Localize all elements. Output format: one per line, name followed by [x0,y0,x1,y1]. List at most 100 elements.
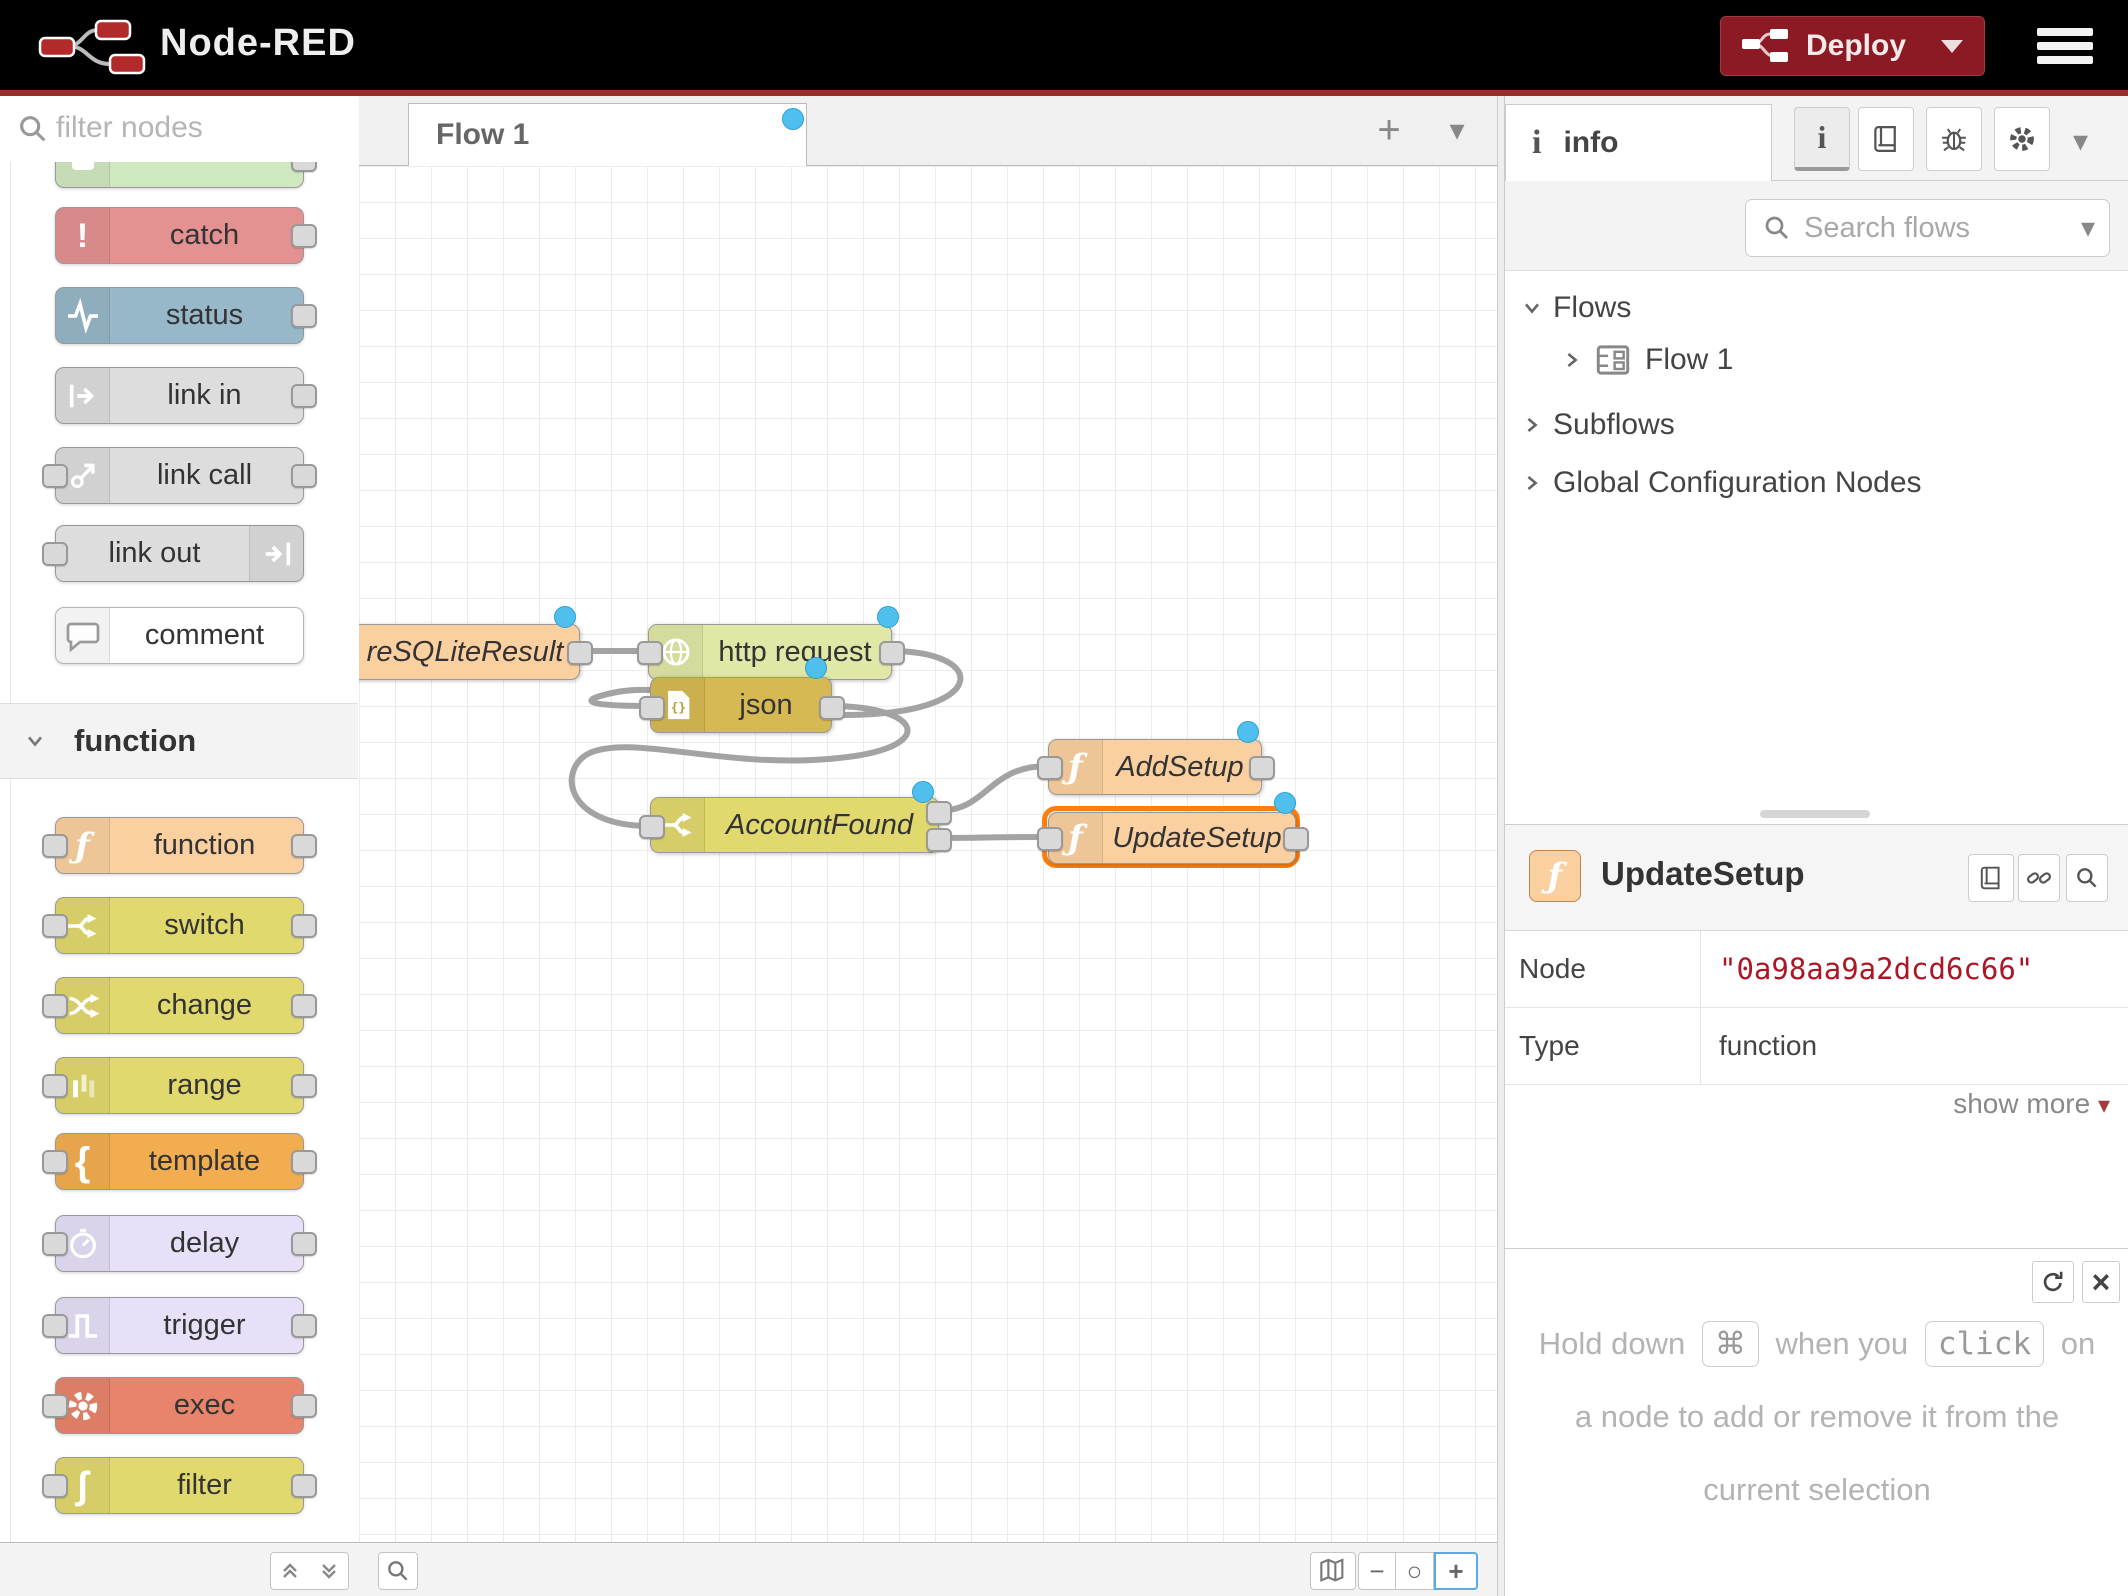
output-port[interactable] [291,1314,317,1338]
input-port[interactable] [42,1314,68,1338]
info-tab-button[interactable]: i [1794,107,1850,171]
flow-list-caret[interactable]: ▾ [1435,108,1479,152]
input-port[interactable] [637,641,663,665]
tree-item-subflows[interactable]: Subflows [1505,400,2128,450]
output-port[interactable] [567,641,593,665]
output-port[interactable] [819,696,845,720]
add-flow-button[interactable]: + [1367,108,1411,152]
chevron-down-icon[interactable] [1519,296,1545,320]
panel-resize-grip[interactable] [1760,810,1870,818]
palette-filter-input[interactable] [54,104,338,152]
zoom-in-button[interactable]: + [1434,1552,1478,1590]
output-port[interactable] [291,1150,317,1174]
output-port[interactable] [291,914,317,938]
main-menu-button[interactable] [2037,28,2093,66]
tree-item-flows[interactable]: Flows [1505,283,2128,333]
node-id-value[interactable]: "0a98aa9a2dcd6c66" [1719,931,2120,1007]
output-port[interactable] [291,304,317,328]
palette-node-complete[interactable] [55,162,304,188]
canvas-search-button[interactable] [378,1552,418,1590]
palette-category-function[interactable]: function [0,703,358,779]
sidebar-splitter[interactable] [1497,96,1505,1596]
canvas-node-accountfound[interactable]: AccountFound [650,797,939,853]
canvas-node-resqliteresult[interactable]: reSQLiteResult [359,624,580,680]
search-node-button[interactable] [2066,854,2108,902]
link-chain-button[interactable] [2018,854,2060,902]
palette-node-exec[interactable]: exec [55,1377,304,1434]
collapse-all-button[interactable] [270,1552,310,1590]
input-port[interactable] [1037,756,1063,780]
output-port[interactable] [291,1474,317,1498]
chevron-right-icon[interactable] [1519,471,1545,495]
palette-node-status[interactable]: status [55,287,304,344]
input-port[interactable] [42,1074,68,1098]
zoom-reset-button[interactable]: ○ [1396,1552,1434,1590]
output-port[interactable] [291,1074,317,1098]
palette-node-comment[interactable]: comment [55,607,304,664]
zoom-out-button[interactable]: − [1358,1552,1396,1590]
output-port-1[interactable] [926,801,952,825]
input-port[interactable] [42,1232,68,1256]
chevron-right-icon[interactable] [1559,348,1585,372]
output-port[interactable] [1249,756,1275,780]
output-port[interactable] [291,1394,317,1418]
palette-node-trigger[interactable]: trigger [55,1297,304,1354]
input-port[interactable] [42,914,68,938]
node-help-button[interactable] [1968,854,2014,902]
input-port[interactable] [639,815,665,839]
output-port[interactable] [291,464,317,488]
canvas-node-updatesetup[interactable]: ƒ UpdateSetup [1048,812,1296,864]
input-port[interactable] [42,834,68,858]
output-port[interactable] [291,162,317,172]
palette-node-function[interactable]: ƒ function [55,817,304,874]
input-port[interactable] [42,1474,68,1498]
palette-node-link-call[interactable]: link call [55,447,304,504]
navigator-map-button[interactable] [1310,1552,1356,1590]
input-port[interactable] [42,1394,68,1418]
input-port[interactable] [1037,827,1063,851]
canvas-node-addsetup[interactable]: ƒ AddSetup [1048,739,1262,795]
input-port[interactable] [42,994,68,1018]
tab-info[interactable]: i info [1505,104,1772,181]
canvas-node-http-request[interactable]: http request [648,624,892,680]
palette-node-delay[interactable]: delay [55,1215,304,1272]
chevron-right-icon[interactable] [1519,413,1545,437]
output-port-2[interactable] [926,828,952,852]
output-port[interactable] [1283,827,1309,851]
sidebar-tabs-caret[interactable]: ▾ [2073,124,2088,159]
expand-all-button[interactable] [309,1552,349,1590]
palette-node-change[interactable]: change [55,977,304,1034]
tree-item-global-config[interactable]: Global Configuration Nodes [1505,458,2128,508]
output-port[interactable] [291,834,317,858]
close-tip-button[interactable]: × [2082,1261,2120,1303]
flow-canvas[interactable]: reSQLiteResult http request {} json Acco… [359,166,1497,1542]
output-port[interactable] [291,384,317,408]
input-port[interactable] [639,696,665,720]
output-port[interactable] [879,641,905,665]
input-port[interactable] [42,1150,68,1174]
output-port[interactable] [291,994,317,1018]
search-flows-box[interactable]: ▾ [1745,199,2110,257]
palette-node-range[interactable]: range [55,1057,304,1114]
palette-node-catch[interactable]: ! catch [55,207,304,264]
search-flows-input[interactable] [1802,206,2056,250]
palette-node-link-in[interactable]: link in [55,367,304,424]
debug-bug-button[interactable] [1926,107,1982,171]
input-port[interactable] [42,464,68,488]
tree-item-flow-1[interactable]: Flow 1 [1505,335,2128,385]
tab-flow-1[interactable]: Flow 1 [408,103,807,166]
show-more-link[interactable]: show more ▾ [1953,1088,2110,1120]
palette-node-filter[interactable]: ∫ filter [55,1457,304,1514]
refresh-tip-button[interactable] [2032,1261,2074,1303]
palette-node-template[interactable]: { template [55,1133,304,1190]
input-port[interactable] [42,542,68,566]
search-caret[interactable]: ▾ [2081,211,2095,244]
help-book-button[interactable] [1858,107,1914,171]
palette-node-switch[interactable]: switch [55,897,304,954]
config-gear-button[interactable] [1994,107,2050,171]
canvas-node-json[interactable]: {} json [650,677,832,733]
output-port[interactable] [291,1232,317,1256]
palette-node-link-out[interactable]: link out [55,525,304,582]
deploy-dropdown-caret[interactable] [1941,40,1963,53]
output-port[interactable] [291,224,317,248]
